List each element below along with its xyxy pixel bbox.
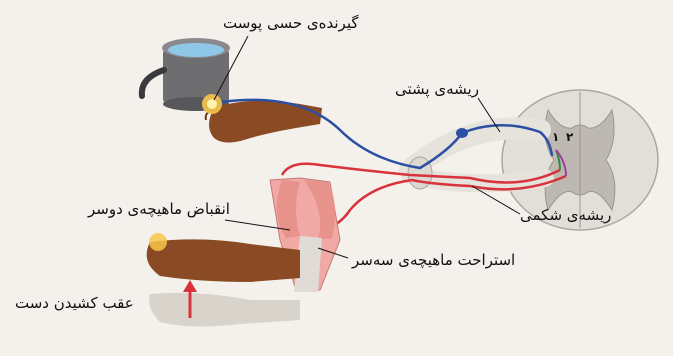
sensory-receptor-label: گیرنده‌ی حسی پوست	[223, 14, 359, 32]
synapse-number-1: ۱	[552, 130, 559, 144]
pain-burst-icon	[202, 94, 222, 114]
biceps-contraction-label: انقباض ماهیچه‌ی دوسر	[88, 200, 230, 218]
triceps-relaxation-label: استراحت ماهیچه‌ی سه‌سر	[352, 251, 515, 269]
hand-withdrawal-label: عقب کشیدن دست	[15, 294, 134, 312]
dorsal-root-label: ریشه‌ی پشتی	[395, 80, 479, 98]
leader-lines	[214, 36, 520, 258]
synapse-number-2: ۲	[566, 130, 573, 144]
pain-burst-icon	[149, 233, 167, 251]
ventral-root-label: ریشه‌ی شکمی	[520, 206, 611, 224]
